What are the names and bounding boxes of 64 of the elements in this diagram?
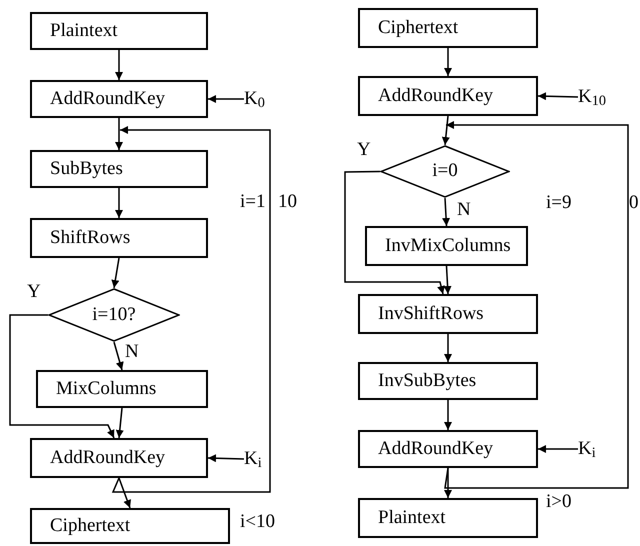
node-text: AddRoundKey — [378, 84, 494, 108]
node-text: AddRoundKey — [50, 86, 166, 111]
key-label: K$_{0}$ — [244, 86, 265, 114]
process-box — [30, 218, 208, 258]
arrow — [115, 118, 123, 150]
arrow — [444, 48, 452, 76]
arrow — [115, 50, 123, 80]
node-text: Plaintext — [378, 506, 446, 530]
node-text: i=10? — [92, 302, 136, 327]
arrow — [115, 188, 123, 218]
process-box — [358, 8, 538, 48]
process-box — [358, 362, 538, 400]
node-text: InvSubBytes — [378, 368, 476, 393]
arrow — [444, 400, 452, 430]
arrow — [9, 314, 115, 438]
key-label: K$_{i}$ — [578, 436, 596, 464]
arrow — [208, 95, 244, 103]
node-text: Plaintext — [50, 18, 118, 43]
node-text: AddRoundKey — [378, 436, 494, 461]
node-text: i=0 — [432, 159, 458, 184]
arrow — [444, 468, 452, 498]
loop-label: i<10 — [240, 512, 275, 531]
process-box — [30, 508, 230, 544]
arrow — [112, 126, 271, 493]
process-box — [30, 438, 208, 478]
process-box — [358, 76, 538, 116]
arrow — [116, 408, 124, 438]
node-text: SubBytes — [50, 156, 123, 181]
loop-label: i=9 — [546, 193, 572, 212]
process-box — [30, 80, 208, 118]
process-box — [30, 12, 208, 50]
node-text: MixColumns — [56, 376, 156, 401]
process-box — [365, 226, 528, 266]
process-box — [358, 498, 538, 538]
node-text: Ciphertext — [50, 514, 130, 538]
process-box — [358, 430, 538, 468]
node-text: AddRoundKey — [50, 446, 166, 470]
node-text: InvMixColumns — [385, 234, 511, 258]
arrow — [444, 334, 452, 362]
arrow — [111, 258, 120, 288]
node-text: InvShiftRows — [378, 302, 484, 326]
key-label: K$_{10}$ — [578, 84, 606, 112]
decision-diamond — [48, 288, 180, 342]
loop-label: 10 — [278, 192, 297, 211]
process-box — [30, 150, 208, 188]
loop-label: i=1 — [240, 192, 266, 211]
arrow — [118, 478, 131, 508]
arrow — [442, 198, 450, 226]
loop-label: i>0 — [546, 492, 572, 511]
arrow — [444, 266, 452, 294]
decision-diamond — [380, 145, 510, 198]
process-box — [36, 370, 208, 408]
arrow — [538, 445, 578, 453]
node-text: Ciphertext — [378, 16, 458, 40]
process-box — [358, 294, 538, 334]
loop-label: 0 — [629, 193, 638, 212]
arrow — [444, 121, 629, 489]
arrow — [113, 342, 124, 370]
arrow — [538, 92, 578, 100]
arrow — [344, 170, 445, 294]
arrow — [442, 116, 450, 146]
node-text: ShiftRows — [50, 226, 130, 250]
key-label: K$_{i}$ — [244, 446, 262, 474]
arrow — [208, 454, 244, 462]
